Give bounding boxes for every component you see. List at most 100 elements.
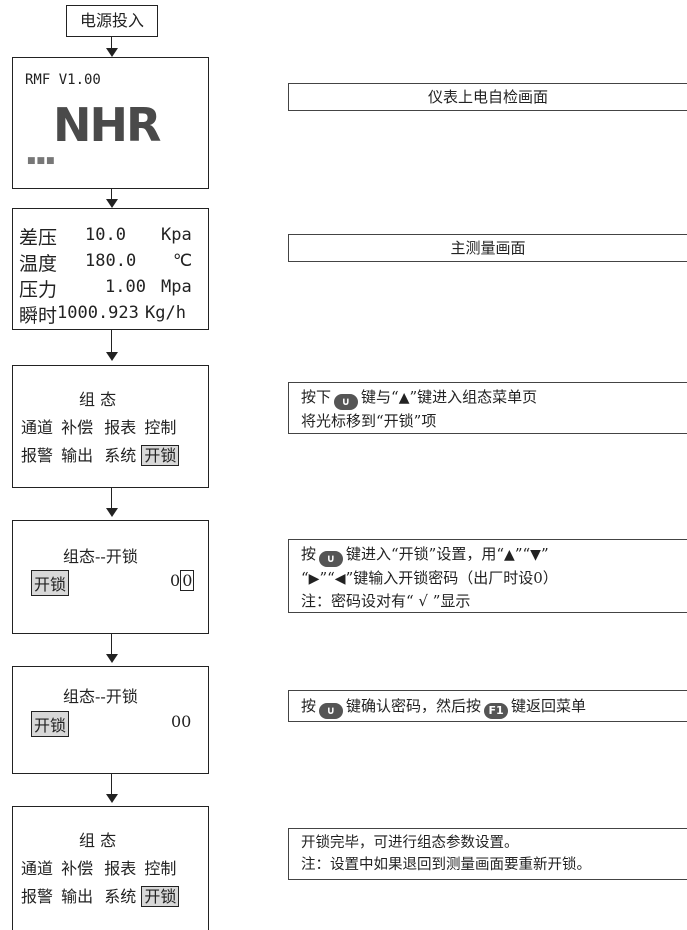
measure-label: 瞬时 — [19, 305, 58, 327]
desc-text: ”“ — [319, 569, 335, 587]
left-triangle-icon: ◀ — [334, 571, 346, 587]
desc-line: 按∪键进入“开锁”设置，用“▲”“▼” — [301, 543, 675, 567]
measure-unit: Kg/h — [145, 303, 186, 323]
enter-key-icon: ∪ — [334, 394, 359, 410]
desc-text: 按 — [301, 697, 317, 715]
measurement-screen: 差压 10.0 Kpa 温度 180.0 ℃ 压力 1.00 Mpa 瞬时 10… — [12, 208, 209, 330]
menu-item: 补偿 — [61, 859, 94, 878]
loading-dots: ■■■ — [27, 156, 56, 166]
menu-row-2: 报警 输出 系统 开锁 — [21, 442, 180, 466]
desc-enter-config: 按下∪键与“▲”键进入组态菜单页 将光标移到“开锁”项 — [288, 382, 687, 434]
desc-text: 键确认密码，然后按 — [346, 697, 482, 715]
menu-item: 控制 — [144, 418, 177, 437]
enter-key-icon: ∪ — [319, 703, 344, 719]
arrow-head-3 — [106, 352, 118, 361]
menu-item: 补偿 — [61, 418, 94, 437]
menu-row-2: 报警 输出 系统 开锁 — [21, 883, 180, 907]
measure-row-diffpress: 差压 — [19, 223, 57, 250]
desc-main-measure-text: 主测量画面 — [450, 239, 526, 257]
arrow-6 — [111, 774, 112, 794]
desc-text: 按 — [301, 545, 317, 563]
desc-text: ”“ — [514, 545, 531, 563]
desc-text: “ — [301, 569, 309, 587]
measure-label: 差压 — [19, 227, 58, 249]
menu-title: 组 态 — [79, 390, 117, 409]
arrow-5 — [111, 634, 112, 655]
up-triangle-icon: ▲ — [398, 390, 410, 406]
nhr-logo: NHR — [53, 98, 161, 152]
menu-item: 报表 — [104, 418, 137, 437]
desc-line: 注：密码设对有“ √ ”显示 — [301, 592, 471, 610]
desc-text: 键返回菜单 — [511, 697, 587, 715]
power-on-box: 电源投入 — [66, 5, 158, 37]
measure-unit: Mpa — [161, 277, 192, 297]
menu-item: 输出 — [61, 887, 94, 906]
measure-value: 1.00 — [105, 277, 146, 297]
measure-unit: Kpa — [161, 225, 192, 245]
enter-key-icon: ∪ — [319, 551, 344, 567]
version-text: RMF V1.00 — [25, 72, 101, 88]
menu-item: 输出 — [61, 446, 94, 465]
desc-line: “▶”“◀”键输入开锁密码（出厂时设0） — [301, 567, 675, 590]
arrow-head-4 — [106, 508, 118, 517]
menu-item-unlock-selected: 开锁 — [141, 445, 180, 466]
desc-text: 键与“ — [361, 388, 399, 406]
measure-value: 1000.923 — [57, 303, 139, 323]
arrow-head-5 — [106, 654, 118, 663]
desc-line: 按下∪键与“▲”键进入组态菜单页 — [301, 386, 675, 410]
menu-item: 报警 — [21, 887, 54, 906]
desc-text: ”键进入组态菜单页 — [409, 388, 538, 406]
desc-text: 按下 — [301, 388, 332, 406]
menu-item: 系统 — [104, 446, 137, 465]
arrow-head-6 — [106, 794, 118, 803]
measure-value: 10.0 — [85, 225, 126, 245]
desc-text: ” — [540, 545, 549, 563]
unlock-confirm-screen: 组态--开锁 开锁 00 — [12, 666, 209, 774]
arrow-4 — [111, 488, 112, 508]
menu-item: 报警 — [21, 446, 54, 465]
unlock-code: 00 — [171, 712, 192, 731]
f1-key-icon: F1 — [484, 703, 509, 719]
desc-self-test-text: 仪表上电自检画面 — [427, 88, 548, 106]
desc-self-test: 仪表上电自检画面 — [288, 83, 687, 111]
desc-line: 开锁完毕，可进行组态参数设置。 — [301, 835, 519, 851]
desc-text: ”键输入开锁密码（出厂时设0） — [345, 569, 558, 587]
up-triangle-icon: ▲ — [504, 547, 515, 563]
measure-label: 压力 — [19, 279, 58, 301]
menu-row-1: 通道 补偿 报表 控制 — [21, 414, 176, 438]
arrow-head-1 — [106, 48, 118, 57]
unlock-label: 开锁 — [31, 711, 70, 737]
arrow-head-2 — [106, 199, 118, 208]
menu-item: 报表 — [104, 859, 137, 878]
menu-item-unlock-selected: 开锁 — [141, 886, 180, 907]
arrow-3 — [111, 330, 112, 352]
measure-value: 180.0 — [85, 251, 137, 271]
measure-label: 温度 — [19, 253, 58, 275]
code-digit-cursor: 0 — [180, 570, 195, 591]
measure-unit: ℃ — [173, 251, 193, 271]
desc-line: 将光标移到“开锁”项 — [301, 412, 437, 430]
measure-row-instant: 瞬时 — [19, 301, 57, 328]
menu-row-1: 通道 补偿 报表 控制 — [21, 855, 176, 879]
unlock-title: 组态--开锁 — [63, 687, 138, 706]
menu-item: 通道 — [21, 418, 54, 437]
right-triangle-icon: ▶ — [308, 571, 320, 587]
menu-item: 通道 — [21, 859, 54, 878]
desc-main-measure: 主测量画面 — [288, 234, 687, 262]
unlock-label: 开锁 — [31, 570, 70, 596]
unlock-title: 组态--开锁 — [63, 547, 138, 566]
self-test-screen: RMF V1.00 NHR ■■■ — [12, 57, 209, 189]
desc-line: 注：设置中如果退回到测量画面要重新开锁。 — [301, 857, 591, 873]
arrow-1 — [111, 37, 112, 49]
desc-unlock-complete: 开锁完毕，可进行组态参数设置。 注：设置中如果退回到测量画面要重新开锁。 — [288, 828, 687, 880]
config-menu-screen: 组 态 通道 补偿 报表 控制 报警 输出 系统 开锁 — [12, 365, 209, 488]
measure-row-temp: 温度 — [19, 249, 57, 276]
desc-text: 键进入“开锁”设置，用“ — [346, 545, 505, 563]
menu-item: 系统 — [104, 887, 137, 906]
code-digit: 0 — [170, 571, 181, 590]
arrow-2 — [111, 189, 112, 199]
desc-enter-unlock: 按∪键进入“开锁”设置，用“▲”“▼” “▶”“◀”键输入开锁密码（出厂时设0）… — [288, 539, 687, 613]
